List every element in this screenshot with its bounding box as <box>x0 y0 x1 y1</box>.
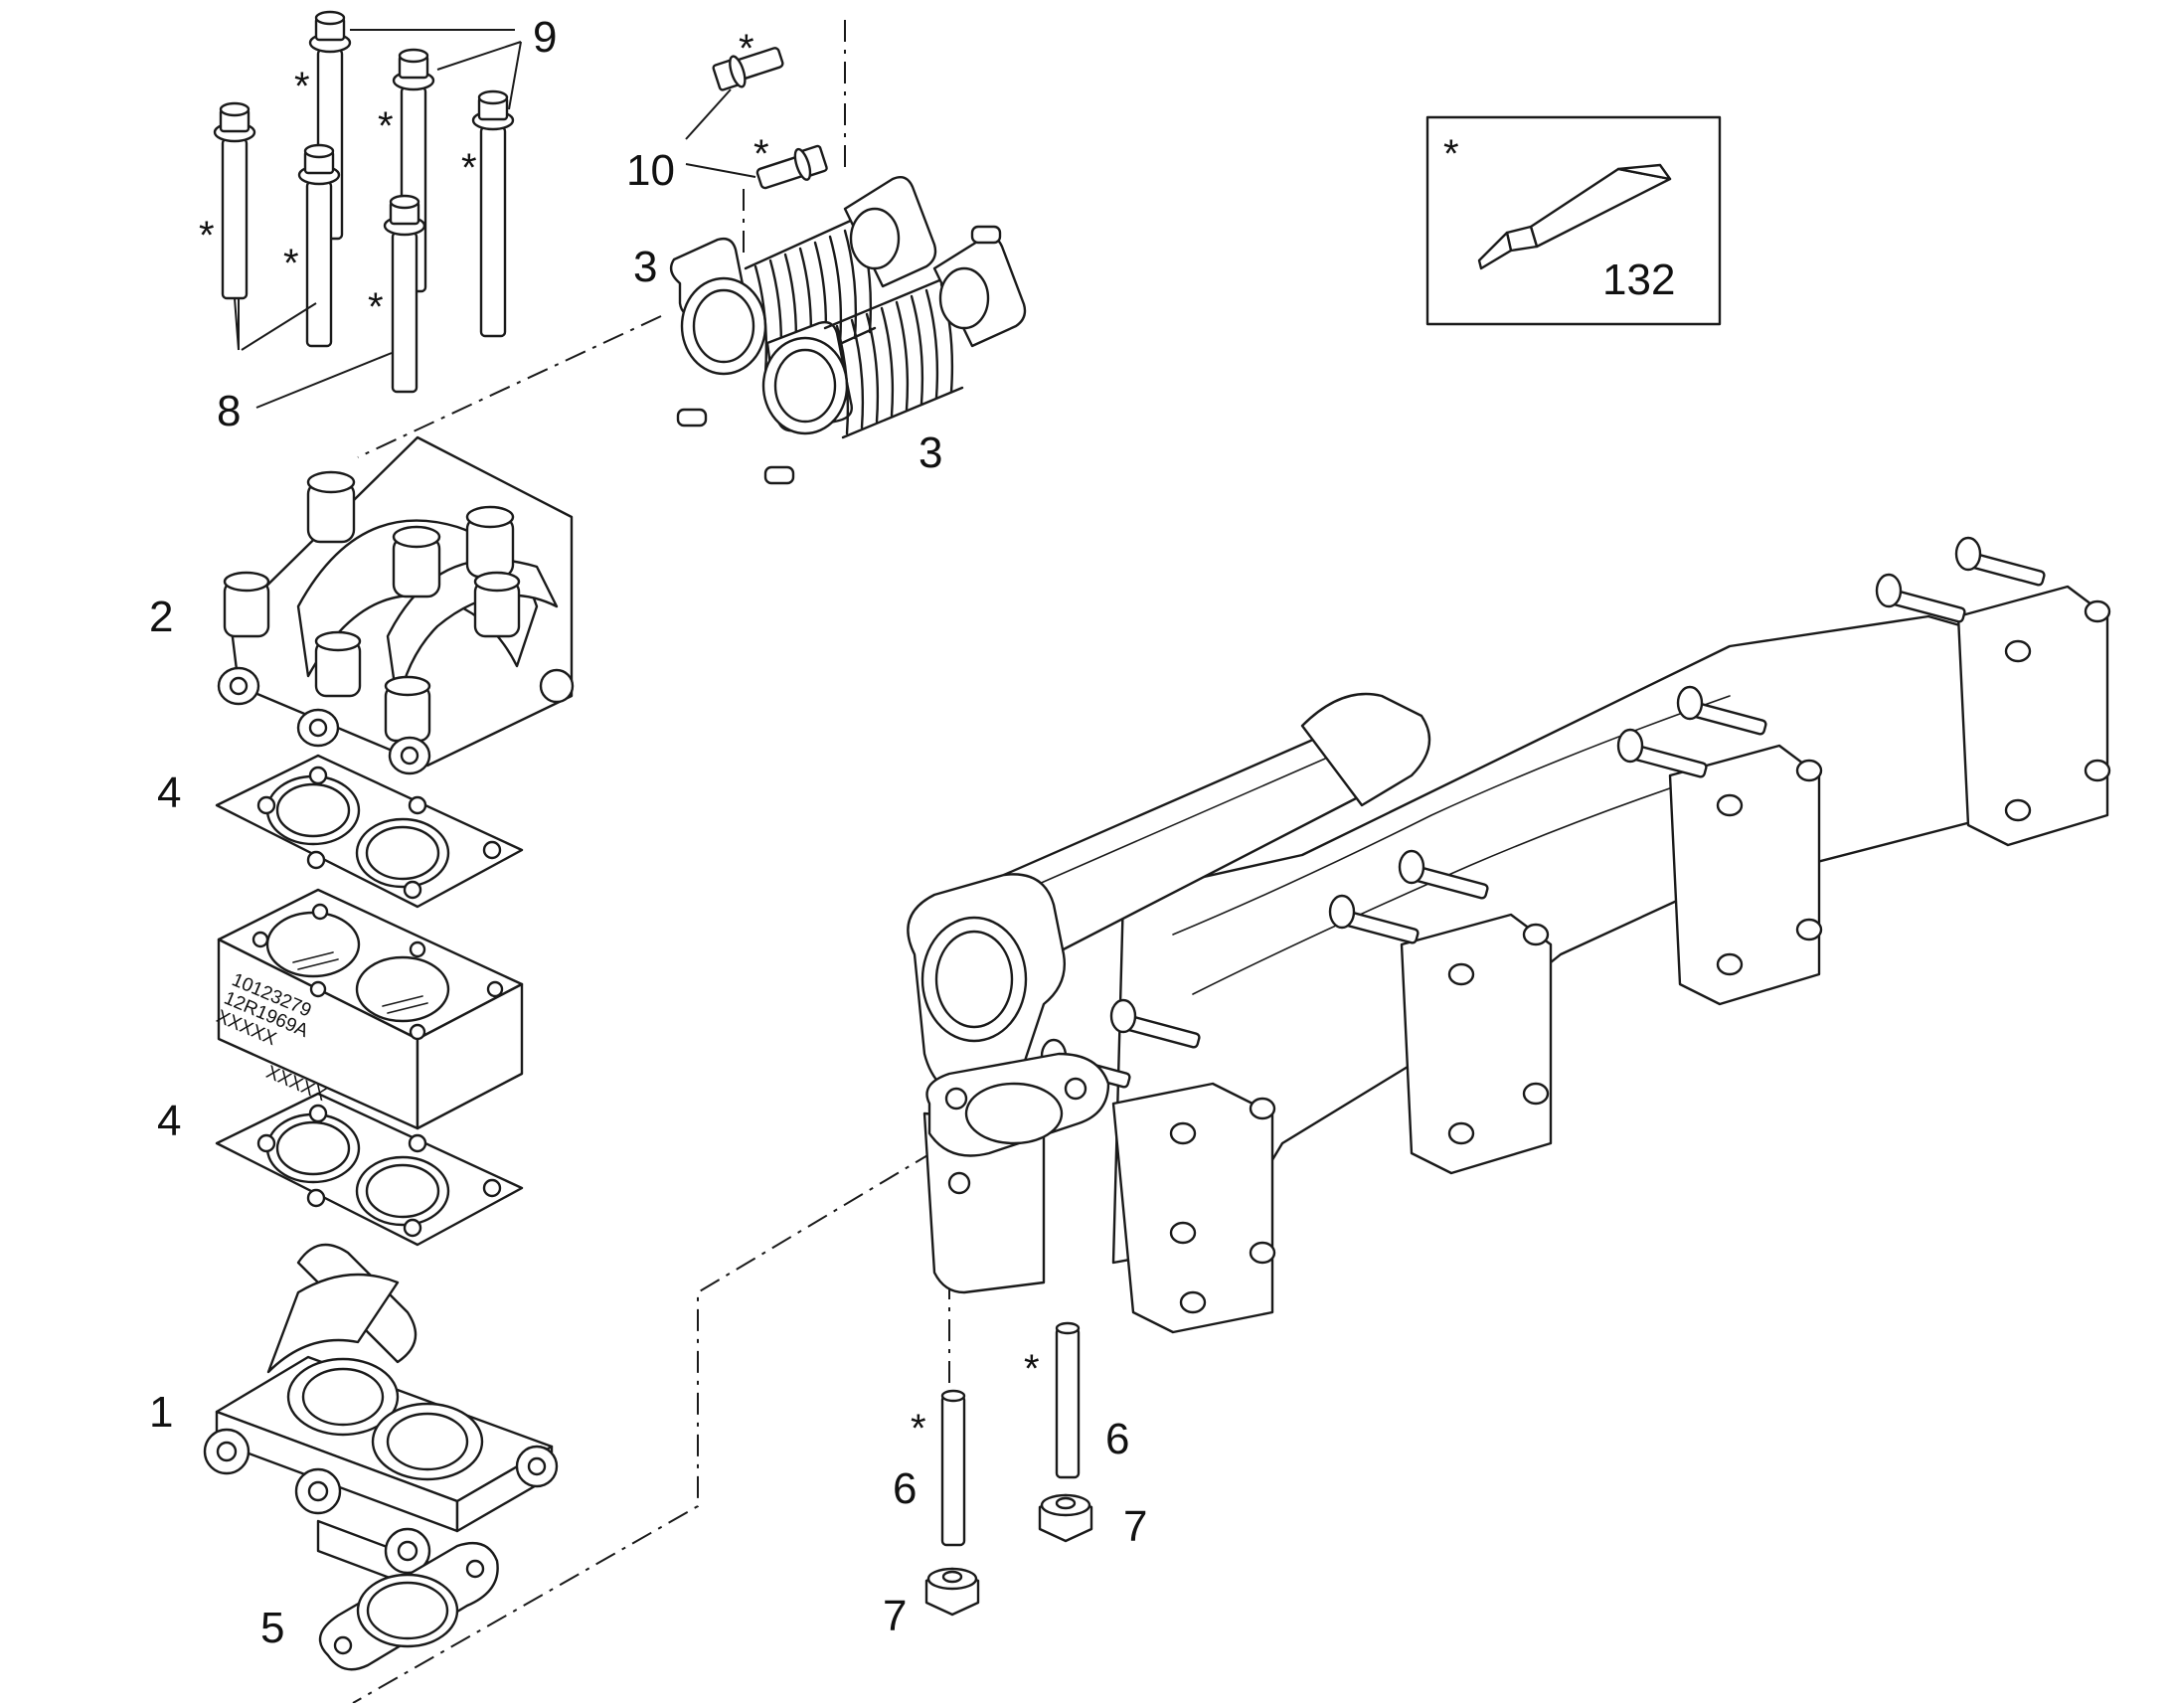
asterisk-bolt-10b: * <box>753 132 769 176</box>
bolt-10b <box>755 144 828 190</box>
asterisk-bolt-8c: * <box>368 285 384 329</box>
bellows-pipe-3b <box>761 225 1027 485</box>
stud-6a <box>940 1389 966 1547</box>
callout-8: 8 <box>217 387 241 435</box>
egr-valve-housing-2 <box>217 435 575 775</box>
callout-4a: 4 <box>157 769 181 817</box>
asterisk-stud-6a: * <box>911 1407 926 1451</box>
asterisk-bolt-9a: * <box>294 65 310 108</box>
callout-7a: 7 <box>883 1592 907 1640</box>
callout-5: 5 <box>260 1604 284 1652</box>
bolt-8b <box>297 143 341 348</box>
egr-cooler-spacer <box>217 888 524 1130</box>
callout-3b: 3 <box>919 428 942 477</box>
callout-7b: 7 <box>1123 1502 1147 1551</box>
bellows-pipe-3a <box>669 176 937 427</box>
asterisk-bolt-8b: * <box>283 242 299 285</box>
asterisk-bolt-10a: * <box>739 27 754 71</box>
bolt-8a <box>213 101 256 300</box>
bolt-9c <box>471 89 515 338</box>
asterisk-bolt-9c: * <box>461 146 477 190</box>
callout-1: 1 <box>149 1388 173 1437</box>
gasket-5 <box>318 1541 499 1671</box>
asterisk-sealant: * <box>1443 132 1459 176</box>
asterisk-stud-6b: * <box>1024 1347 1040 1391</box>
callout-4b: 4 <box>157 1097 181 1145</box>
nut-7a <box>924 1567 980 1617</box>
callout-6b: 6 <box>1105 1415 1129 1463</box>
callout-6a: 6 <box>893 1464 917 1513</box>
stud-6b <box>1055 1321 1081 1479</box>
bolt-9a <box>308 10 352 241</box>
callout-132: 132 <box>1602 256 1675 304</box>
bolt-10a <box>712 47 784 91</box>
callout-10: 10 <box>626 146 675 195</box>
callout-2: 2 <box>149 593 173 641</box>
asterisk-bolt-9b: * <box>378 104 394 148</box>
callout-3a: 3 <box>633 243 657 291</box>
egr-flange-housing-1 <box>203 1243 559 1598</box>
exhaust-manifold <box>907 536 2111 1334</box>
sealant-tube <box>1477 163 1672 270</box>
bolt-8c <box>383 194 426 394</box>
nut-7b <box>1038 1493 1093 1543</box>
gasket-4a <box>215 754 524 909</box>
gasket-4b <box>215 1092 524 1247</box>
callout-9: 9 <box>533 13 557 62</box>
asterisk-bolt-8a: * <box>199 214 215 257</box>
